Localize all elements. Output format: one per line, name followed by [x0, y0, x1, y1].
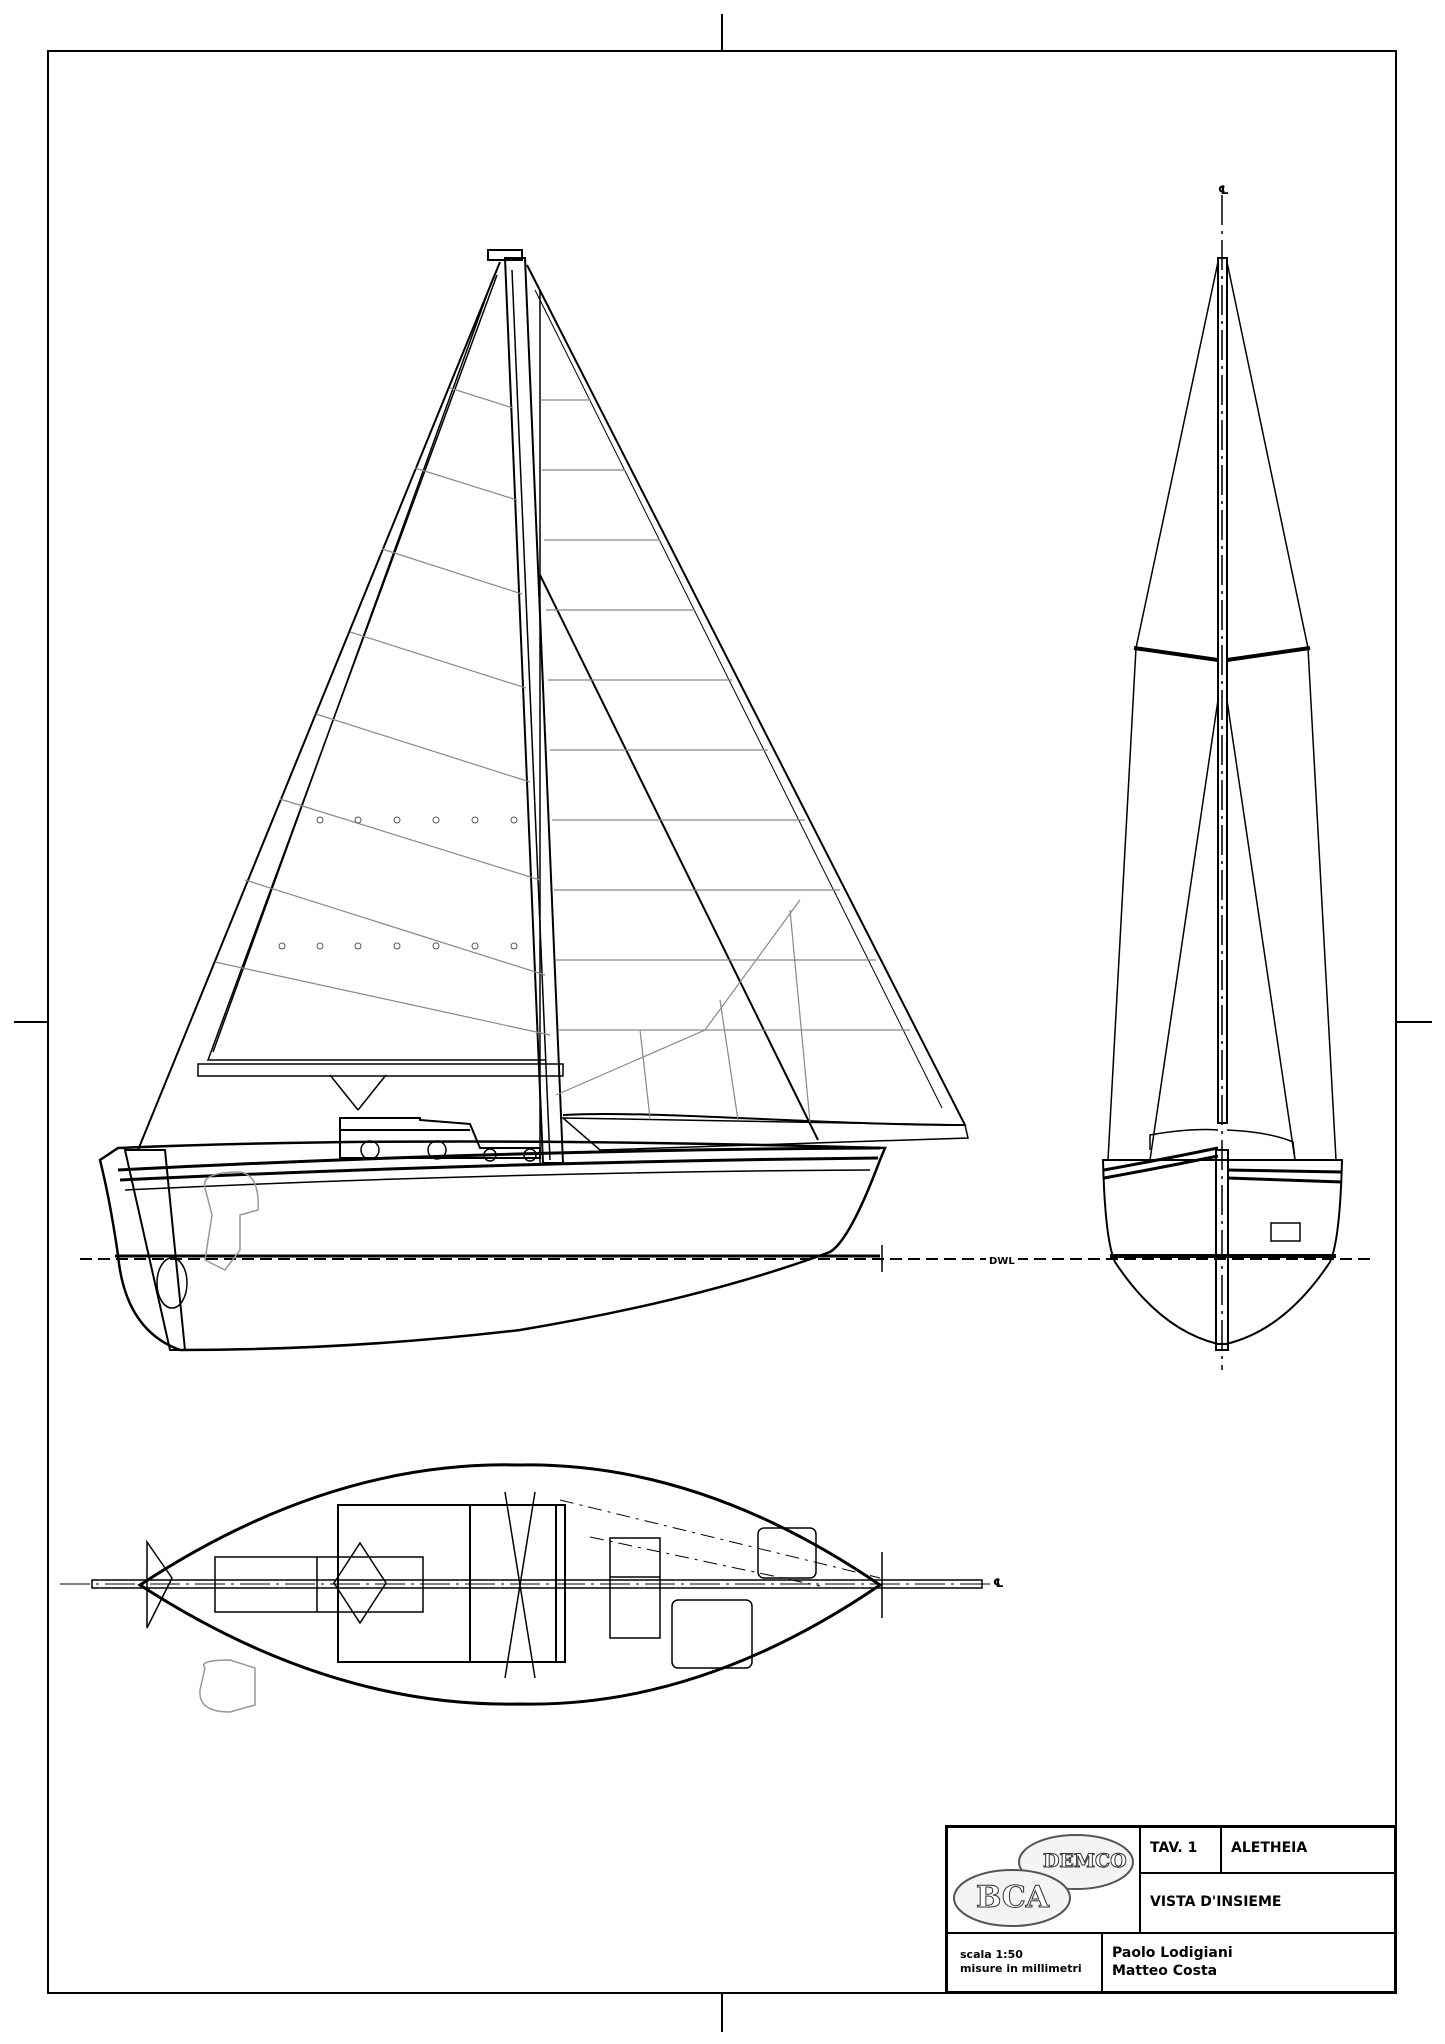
centerline-symbol-plan: ℄ [993, 1576, 1004, 1590]
waterline-label: DWL [986, 1256, 1018, 1267]
logo-badges-icon [953, 1834, 1134, 1927]
scale-text: scala 1:50 [960, 1948, 1023, 1961]
authors: Paolo Lodigiani Matteo Costa [1103, 1934, 1394, 1991]
drawing-subject: VISTA D'INSIEME [1141, 1874, 1394, 1934]
units-text: misure in millimetri [960, 1962, 1082, 1975]
title-block: DEMCO BCA TAV. 1 ALETHEIA VISTA D'INSIEM… [945, 1825, 1397, 1994]
drawing-frame [47, 50, 1397, 1994]
company-logos: DEMCO BCA [948, 1828, 1141, 1934]
logo-bca: BCA [975, 1880, 1050, 1916]
logo-demco: DEMCO [1043, 1850, 1128, 1873]
author-1: Paolo Lodigiani [1112, 1945, 1233, 1961]
boat-name: ALETHEIA [1222, 1828, 1394, 1874]
author-2: Matteo Costa [1112, 1963, 1218, 1979]
scale-info: scala 1:50 misure in millimetri [948, 1934, 1103, 1991]
sheet-number: TAV. 1 [1141, 1828, 1222, 1874]
centerline-symbol-stern: ℄ [1218, 183, 1229, 197]
